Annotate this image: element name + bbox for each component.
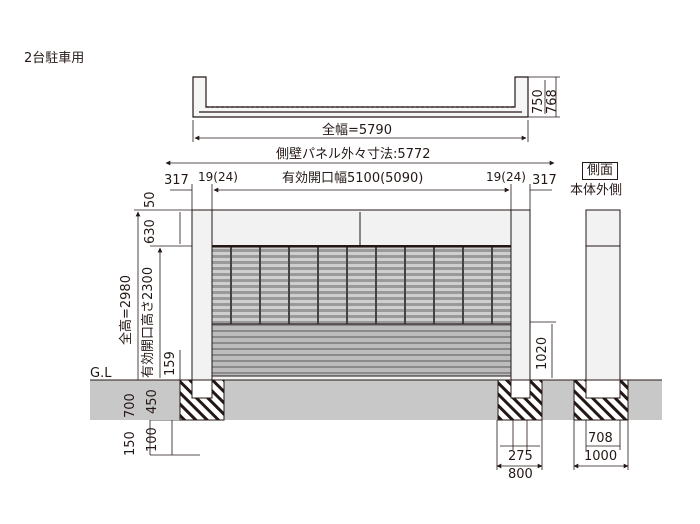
pillar-height-label: 1020 <box>535 336 550 370</box>
effective-opening-label: 有効開口幅5100(5090) <box>282 171 424 186</box>
panel-outer-label: 側壁パネル外々寸法:5772 <box>276 147 431 162</box>
top-50-label: 50 <box>143 191 158 208</box>
front-view-body <box>191 209 531 381</box>
top-view <box>192 76 560 142</box>
total-width-label: 全幅=5790 <box>322 123 392 138</box>
top-630-label: 630 <box>143 219 158 244</box>
opening-height-label: 有効開口高さ2300 <box>141 266 156 378</box>
depth-outer-label: 768 <box>545 89 560 114</box>
post-left-label: 19(24) <box>198 170 238 184</box>
below-150-label: 150 <box>123 431 138 456</box>
side-708-label: 708 <box>588 431 613 446</box>
below-700-label: 700 <box>123 393 138 418</box>
footing-800-label: 800 <box>508 467 533 482</box>
side-view <box>573 209 629 470</box>
side-1000-label: 1000 <box>584 449 618 464</box>
below-100-label: 100 <box>145 427 160 452</box>
ground-level-label: G.L <box>90 366 112 381</box>
post-right-label: 19(24) <box>486 170 526 184</box>
depth-inner-label: 750 <box>531 89 546 114</box>
footing-275-label: 275 <box>508 449 533 464</box>
bottom-159-label: 159 <box>163 351 178 376</box>
side-view-sublabel: 本体外側 <box>570 183 623 198</box>
total-height-label: 全高=2980 <box>119 275 134 345</box>
side-offset-left-label: 317 <box>164 173 189 188</box>
side-offset-right-label: 317 <box>532 173 557 188</box>
side-view-label: 側面 <box>582 162 619 180</box>
page-title: 2台駐車用 <box>24 51 85 66</box>
below-450-label: 450 <box>145 389 160 414</box>
